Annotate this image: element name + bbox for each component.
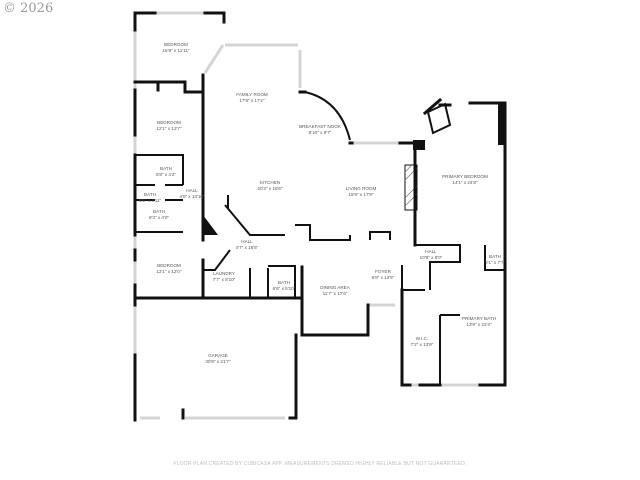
svg-text:KITCHEN: KITCHEN xyxy=(260,180,280,185)
svg-text:GARAGE: GARAGE xyxy=(208,353,228,358)
svg-text:6'6" x 5'10": 6'6" x 5'10" xyxy=(273,286,296,291)
svg-text:14'1" x 24'8": 14'1" x 24'8" xyxy=(452,180,478,185)
svg-text:5'1" x 7'7": 5'1" x 7'7" xyxy=(485,260,505,265)
svg-text:4'7" x 18'6": 4'7" x 18'6" xyxy=(236,245,259,250)
room-label: W.I.C.7'2" x 13'9" xyxy=(411,336,434,347)
svg-text:HALL: HALL xyxy=(425,249,437,254)
svg-text:30'8" x 21'7": 30'8" x 21'7" xyxy=(205,359,231,364)
svg-text:HALL: HALL xyxy=(186,188,198,193)
svg-text:4'0" x 13'10": 4'0" x 13'10" xyxy=(179,194,205,199)
svg-text:BREAKFAST NOOK: BREAKFAST NOOK xyxy=(299,124,342,129)
svg-text:5'8" x 4'2": 5'8" x 4'2" xyxy=(156,172,176,177)
disclaimer-footer: FLOOR PLAN CREATED BY CUBICASA APP. MEAS… xyxy=(173,461,467,467)
svg-text:BATH: BATH xyxy=(489,254,501,259)
svg-text:BEDROOM: BEDROOM xyxy=(157,263,181,268)
svg-text:8'3" x 4'0": 8'3" x 4'0" xyxy=(149,215,169,220)
svg-text:15'8" x 11'11": 15'8" x 11'11" xyxy=(162,48,189,53)
svg-text:HALL: HALL xyxy=(241,239,253,244)
windows xyxy=(133,11,507,420)
svg-text:BATH: BATH xyxy=(144,192,156,197)
svg-text:20'3" x 18'6": 20'3" x 18'6" xyxy=(257,186,283,191)
svg-text:8'5" x 4'11": 8'5" x 4'11" xyxy=(139,198,162,203)
svg-text:BATH: BATH xyxy=(278,280,290,285)
svg-text:FAMILY ROOM: FAMILY ROOM xyxy=(236,92,268,97)
svg-text:BEDROOM: BEDROOM xyxy=(157,120,181,125)
svg-text:DINING AREA: DINING AREA xyxy=(320,285,351,290)
svg-text:LIVING ROOM: LIVING ROOM xyxy=(346,186,377,191)
svg-text:BATH: BATH xyxy=(160,166,172,171)
svg-text:7'2" x 13'9": 7'2" x 13'9" xyxy=(411,342,434,347)
svg-text:PRIMARY BEDROOM: PRIMARY BEDROOM xyxy=(442,174,488,179)
svg-text:11'7" x 17'6": 11'7" x 17'6" xyxy=(323,291,348,296)
svg-text:LAUNDRY: LAUNDRY xyxy=(213,271,235,276)
svg-text:BEDROOM: BEDROOM xyxy=(164,42,188,47)
svg-text:10'8" x 6'0": 10'8" x 6'0" xyxy=(420,255,443,260)
walls xyxy=(133,11,507,422)
svg-text:13'9" x 22'4": 13'9" x 22'4" xyxy=(466,322,492,327)
svg-text:12'1" x 12'0": 12'1" x 12'0" xyxy=(156,269,182,274)
svg-text:7'7" x 8'10": 7'7" x 8'10" xyxy=(213,277,236,282)
svg-text:8'10" x 9'7": 8'10" x 9'7" xyxy=(309,130,332,135)
svg-text:BATH: BATH xyxy=(153,209,165,214)
svg-text:18'8" x 17'8": 18'8" x 17'8" xyxy=(348,192,374,197)
svg-text:FOYER: FOYER xyxy=(375,269,392,274)
copyright-watermark: © 2026 xyxy=(3,1,54,16)
svg-text:PRIMARY BATH: PRIMARY BATH xyxy=(462,316,496,321)
svg-text:12'1" x 13'7": 12'1" x 13'7" xyxy=(156,126,182,131)
svg-text:W.I.C.: W.I.C. xyxy=(416,336,429,341)
svg-text:6'8" x 13'5": 6'8" x 13'5" xyxy=(372,275,395,280)
svg-text:17'9" x 17'2": 17'9" x 17'2" xyxy=(239,98,265,103)
